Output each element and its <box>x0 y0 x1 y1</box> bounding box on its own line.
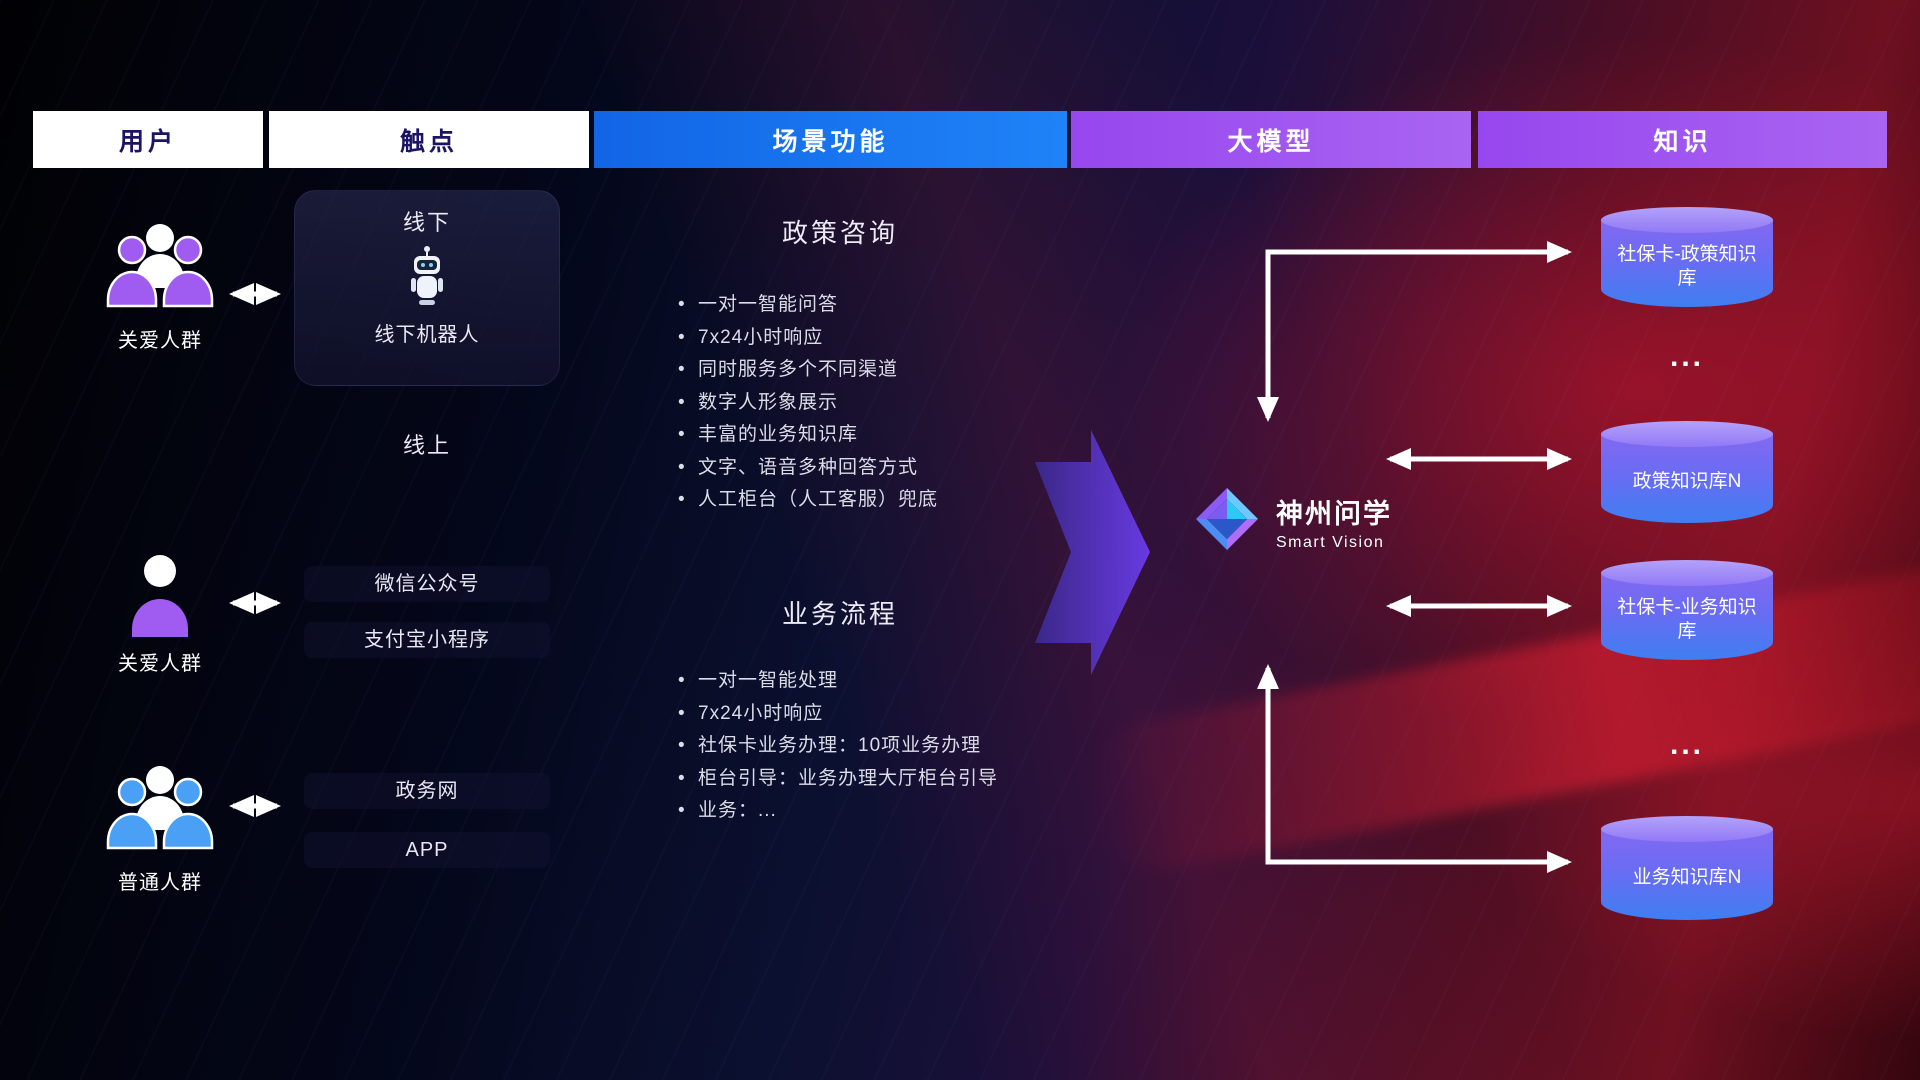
robot-icon <box>295 245 559 312</box>
user-label: 普通人群 <box>118 872 202 894</box>
list-item: 数字人形象展示 <box>678 387 1108 420</box>
scenario-title-policy: 政策咨询 <box>781 218 898 248</box>
column-header-users: 用户 <box>33 111 263 168</box>
list-item: 7x24小时响应 <box>678 698 1108 731</box>
model-brand: 神州问学 Smart Vision <box>1276 492 1392 552</box>
background-red-swoosh <box>1074 547 1920 883</box>
touchpoint-alipay: 支付宝小程序 <box>304 622 550 658</box>
knowledge-ellipsis: ... <box>1669 340 1704 373</box>
cylinder-top <box>1601 816 1773 842</box>
knowledge-db-policy-n: 政策知识库N <box>1601 421 1773 523</box>
knowledge-db-ssc-business: 社保卡-业务知识库 <box>1601 560 1773 660</box>
model-name: 神州问学 <box>1276 499 1392 529</box>
list-item: 文字、语音多种回答方式 <box>678 452 1108 485</box>
user-label: 关爱人群 <box>118 330 202 352</box>
column-header-scenarios: 场景功能 <box>594 111 1067 168</box>
offline-robot-label: 线下机器人 <box>374 324 480 346</box>
list-item: 人工柜台（人工客服）兜底 <box>678 484 1108 517</box>
touchpoint-app: APP <box>304 832 550 868</box>
knowledge-ellipsis: ... <box>1669 728 1704 761</box>
list-item: 业务：... <box>678 795 1108 828</box>
offline-touchpoint-card: 线下 线下机器人 <box>294 190 560 386</box>
user-label: 关爱人群 <box>118 653 202 675</box>
diamond-gem-icon <box>1194 486 1260 557</box>
scenario-policy-list: 一对一智能问答 7x24小时响应 同时服务多个不同渠道 数字人形象展示 丰富的业… <box>678 289 1108 517</box>
list-item: 一对一智能处理 <box>678 665 1108 698</box>
touchpoint-wechat: 微信公众号 <box>304 566 550 602</box>
group-people-icon <box>80 760 240 856</box>
knowledge-db-business-n: 业务知识库N <box>1601 816 1773 920</box>
group-people-icon <box>80 218 240 314</box>
cylinder-top <box>1601 207 1773 233</box>
list-item: 一对一智能问答 <box>678 289 1108 322</box>
person-icon <box>80 553 240 637</box>
user-single-care: 关爱人群 <box>80 553 240 676</box>
cylinder-top <box>1601 560 1773 586</box>
cylinder-top <box>1601 421 1773 447</box>
list-item: 柜台引导：业务办理大厅柜台引导 <box>678 763 1108 796</box>
cylinder-label: 社保卡-业务知识库 <box>1601 573 1773 660</box>
cylinder-label: 政策知识库N <box>1601 434 1773 523</box>
user-group-care: 关爱人群 <box>80 218 240 353</box>
model-subtitle: Smart Vision <box>1276 534 1385 551</box>
user-group-general: 普通人群 <box>80 760 240 895</box>
arrow-model-to-ssc-policy-kb <box>1257 240 1573 423</box>
arrow-model-to-business-kb-n <box>1256 663 1573 873</box>
knowledge-db-ssc-policy: 社保卡-政策知识库 <box>1601 207 1773 307</box>
column-header-knowledge: 知识 <box>1478 111 1887 168</box>
offline-title: 线下 <box>402 210 451 235</box>
flow-arrow-icon <box>1035 430 1150 680</box>
list-item: 社保卡业务办理：10项业务办理 <box>678 730 1108 763</box>
scenario-business-list: 一对一智能处理 7x24小时响应 社保卡业务办理：10项业务办理 柜台引导：业务… <box>678 665 1108 828</box>
scenario-title-business: 业务流程 <box>781 599 898 629</box>
list-item: 丰富的业务知识库 <box>678 419 1108 452</box>
list-item: 同时服务多个不同渠道 <box>678 354 1108 387</box>
touchpoint-gov-web: 政务网 <box>304 773 550 809</box>
column-header-touchpoints: 触点 <box>269 111 589 168</box>
online-title: 线上 <box>402 433 451 458</box>
list-item: 7x24小时响应 <box>678 322 1108 355</box>
column-header-model: 大模型 <box>1071 111 1471 168</box>
cylinder-label: 业务知识库N <box>1601 829 1773 920</box>
cylinder-label: 社保卡-政策知识库 <box>1601 220 1773 307</box>
